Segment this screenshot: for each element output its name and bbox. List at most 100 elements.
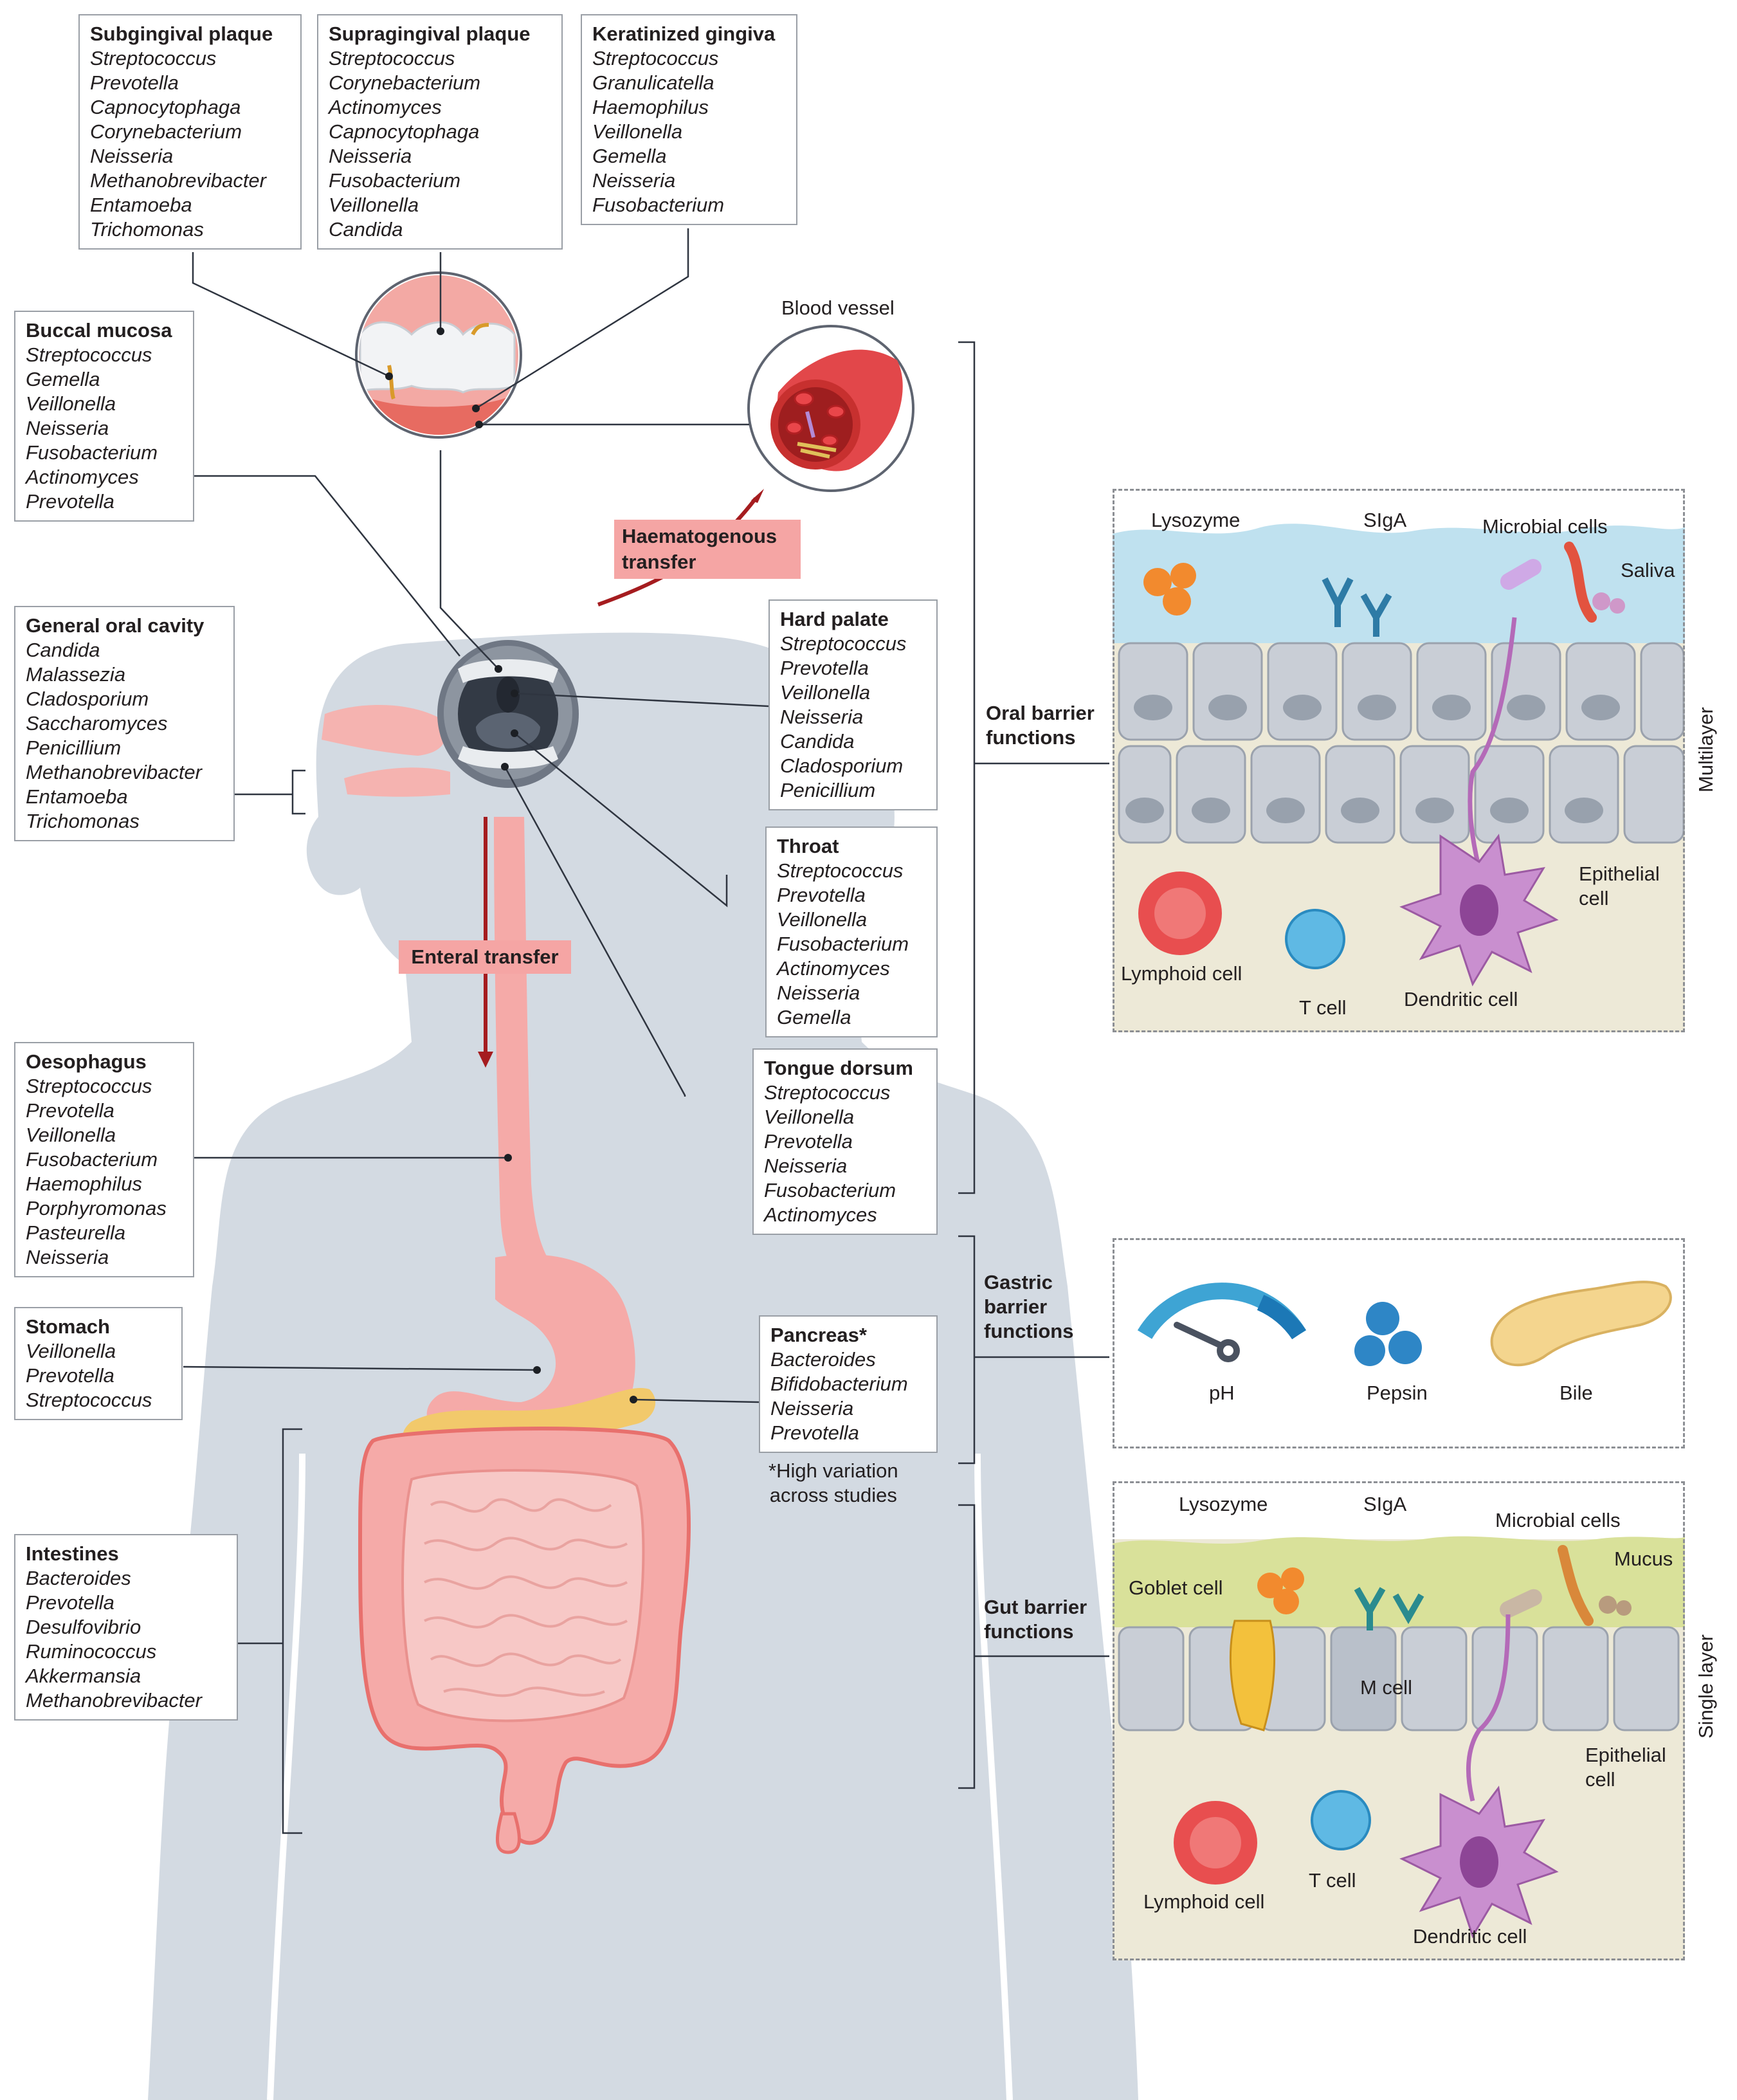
hard-palate-box: Hard palate Streptococcus Prevotella Vei… [768,599,938,810]
red-blood-cells [785,391,846,447]
organism: Neisseria [90,145,174,167]
organism: Bifidobacterium [770,1373,908,1395]
organism: Trichomonas [90,218,204,241]
throat-box: Throat Streptococcus Prevotella Veillone… [765,826,938,1037]
oral-siga-label: SIgA [1363,509,1407,531]
body-silhouette [148,632,1138,2100]
organism: Neisseria [329,145,412,167]
organism: Prevotella [26,490,114,513]
organism: Fusobacterium [764,1179,896,1201]
organism: Haemophilus [592,96,709,118]
box-title: Hard palate [780,608,889,630]
oral-barrier-label: Oral barrier functions [986,701,1095,750]
intestines-box: Intestines Bacteroides Prevotella Desulf… [14,1534,238,1721]
organism: Prevotella [26,1099,114,1122]
gut-tcell-label: T cell [1309,1869,1356,1892]
oral-dendritic-label: Dendritic cell [1404,988,1518,1010]
organism: Prevotella [780,657,869,679]
organism: Veillonella [764,1106,855,1128]
gut-mucus-label: Mucus [1614,1548,1673,1570]
box-title: Stomach [26,1315,110,1338]
organism: Veillonella [592,120,683,143]
organism: Streptococcus [592,47,719,69]
keratinized-gingiva-box: Keratinized gingiva Streptococcus Granul… [581,14,797,225]
enteral-transfer-label: Enteral transfer [399,940,571,974]
box-title: Pancreas* [770,1324,867,1346]
organism: Neisseria [764,1155,848,1177]
organism: Prevotella [777,884,866,906]
organism: Capnocytophaga [90,96,241,118]
organism: Granulicatella [592,71,714,94]
label-line: cell [1585,1768,1615,1791]
label-line: Epithelial [1579,863,1660,885]
organism: Akkermansia [26,1665,141,1687]
organism: Fusobacterium [777,933,909,955]
organism: Haemophilus [26,1173,142,1195]
gut-lysozyme [1257,1567,1304,1614]
organism: Entamoeba [26,785,128,808]
enteral-arrowhead [478,1052,493,1068]
organism: Neisseria [592,169,676,192]
box-title: Intestines [26,1542,119,1565]
bile-label: Bile [1560,1382,1593,1404]
oesophagus-box: Oesophagus Streptococcus Prevotella Veil… [14,1042,194,1277]
organism: Fusobacterium [592,194,725,216]
gut-dendrite [1466,1614,1511,1802]
organism: Prevotella [26,1591,114,1614]
box-title: Tongue dorsum [764,1057,913,1079]
label-line: functions [986,726,1076,749]
organism: Desulfovibrio [26,1616,141,1638]
gut-dendritic-label: Dendritic cell [1413,1925,1527,1948]
organism: Streptococcus [780,632,907,655]
gut-lymphoid-label: Lymphoid cell [1143,1890,1265,1913]
label-line: Epithelial [1585,1744,1666,1766]
label-line: Gut barrier [984,1596,1087,1618]
organism: Capnocytophaga [329,120,480,143]
oral-saliva-label: Saliva [1621,559,1675,581]
label-line: Gastric [984,1271,1053,1293]
organism: Corynebacterium [90,120,242,143]
organism: Veillonella [777,908,868,931]
gut-siga-label: SIgA [1363,1493,1407,1515]
small-intestine [401,1469,645,1722]
organism: Corynebacterium [329,71,481,94]
note-line: *High variation [768,1459,898,1482]
gut-barrier-label: Gut barrier functions [984,1595,1087,1644]
organism: Neisseria [777,982,860,1004]
organism: Gemella [777,1006,851,1028]
organism: Candida [26,639,100,661]
organism: Candida [329,218,403,241]
organism: Neisseria [26,417,109,439]
lower-teeth [458,746,558,769]
organism: Bacteroides [770,1348,876,1371]
oral-epithelial-label: Epithelial cell [1579,862,1660,911]
organism: Actinomyces [777,957,890,980]
tongue-dorsum-box: Tongue dorsum Streptococcus Veillonella … [752,1048,938,1235]
tongue-shape [476,712,540,749]
organism: Neisseria [780,706,864,728]
oral-passage [344,767,450,797]
goblet-cell-label: Goblet cell [1129,1576,1223,1599]
box-title: Oesophagus [26,1050,147,1073]
label-line: Oral barrier [986,702,1095,724]
organism: Cladosporium [26,688,149,710]
organism: Candida [780,730,855,753]
general-oral-cavity-box: General oral cavity Candida Malassezia C… [14,606,235,841]
organism: Streptococcus [26,1075,152,1097]
stomach-box: Stomach Veillonella Prevotella Streptoco… [14,1307,183,1420]
gut-microbes [1500,1545,1632,1626]
oral-barrier-panel [1113,489,1685,1032]
label-line: functions [984,1320,1074,1342]
oral-t-cell [1285,909,1345,969]
connector-dots [385,327,637,1403]
box-title: Subgingival plaque [90,23,273,45]
organism: Neisseria [770,1397,854,1420]
organism: Prevotella [26,1364,114,1387]
m-cell-shape [1330,1626,1397,1731]
organism: Methanobrevibacter [26,761,202,783]
organism: Ruminococcus [26,1640,157,1663]
pepsin-label: Pepsin [1367,1382,1428,1404]
oral-lysozyme-label: Lysozyme [1151,509,1241,531]
label-line: Haematogenous [622,525,778,547]
